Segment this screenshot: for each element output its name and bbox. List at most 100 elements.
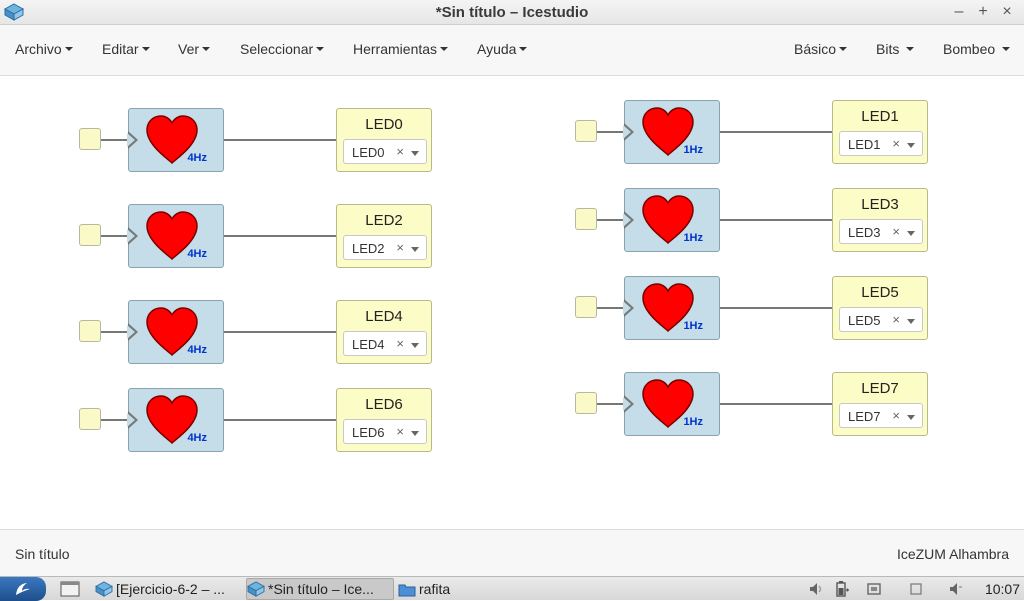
status-board[interactable]: IceZUM Alhambra <box>896 546 1009 562</box>
heartbeat-clock-block[interactable]: 4Hz <box>127 300 224 364</box>
clear-icon[interactable]: × <box>892 408 900 423</box>
taskbar-clock[interactable]: 10:07 <box>984 581 1020 597</box>
menu-bombeo[interactable]: Bombeo <box>943 41 1011 57</box>
clock-input-port[interactable] <box>575 392 597 414</box>
clear-icon[interactable]: × <box>396 336 404 351</box>
volume-icon[interactable] <box>808 581 824 597</box>
wire[interactable] <box>101 331 129 333</box>
taskbar-item-ejercicio[interactable]: [Ejercicio-6-2 – ... <box>95 578 243 600</box>
heartbeat-clock-block[interactable]: 1Hz <box>623 100 720 164</box>
wire[interactable] <box>597 403 625 405</box>
clock-frequency-label: 4Hz <box>187 152 207 164</box>
led-pin-select[interactable]: LED6× <box>343 419 427 444</box>
clock-input-port[interactable] <box>575 208 597 230</box>
wire[interactable] <box>720 131 833 133</box>
clock-input-port[interactable] <box>79 320 101 342</box>
menu-seleccionar[interactable]: Seleccionar <box>240 41 325 57</box>
heartbeat-clock-block[interactable]: 4Hz <box>127 388 224 452</box>
battery-icon[interactable] <box>834 581 850 597</box>
chevron-down-icon[interactable] <box>411 151 419 156</box>
show-desktop-button[interactable] <box>60 578 84 600</box>
network-icon[interactable] <box>866 581 882 597</box>
led-pin-select[interactable]: LED4 × <box>343 331 427 356</box>
heartbeat-clock-block[interactable]: 1Hz <box>623 276 720 340</box>
wire[interactable] <box>720 307 833 309</box>
close-icon[interactable]: × <box>1002 3 1012 20</box>
chevron-down-icon[interactable] <box>411 247 419 252</box>
clear-icon[interactable]: × <box>396 144 404 159</box>
clear-icon[interactable]: × <box>396 240 404 255</box>
wire[interactable] <box>597 131 625 133</box>
clock-frequency-label: 4Hz <box>187 248 207 260</box>
taskbar-item-sin-titulo[interactable]: *Sin título – Ice... <box>246 578 394 600</box>
led-pin-select[interactable]: LED3× <box>839 219 923 244</box>
clock-input-port[interactable] <box>79 408 101 430</box>
led-pin-select[interactable]: LED1× <box>839 131 923 156</box>
wire[interactable] <box>224 235 337 237</box>
port-arrow-icon <box>127 323 138 341</box>
wire[interactable] <box>224 139 337 141</box>
clear-icon[interactable]: × <box>892 224 900 239</box>
minimize-icon[interactable]: – <box>954 3 964 20</box>
chevron-down-icon[interactable] <box>411 343 419 348</box>
chevron-down-icon[interactable] <box>907 415 915 420</box>
clock-input-port[interactable] <box>79 224 101 246</box>
wire[interactable] <box>224 419 337 421</box>
chevron-down-icon[interactable] <box>907 319 915 324</box>
heartbeat-clock-block[interactable]: 4Hz <box>127 204 224 268</box>
menu-ayuda[interactable]: Ayuda <box>477 41 528 57</box>
heartbeat-clock-block[interactable]: 1Hz <box>623 188 720 252</box>
wire[interactable] <box>224 331 337 333</box>
menu-basico[interactable]: Básico <box>794 41 848 57</box>
chevron-down-icon[interactable] <box>411 431 419 436</box>
heart-icon <box>641 283 695 333</box>
wire[interactable] <box>597 219 625 221</box>
port-arrow-icon <box>623 395 634 413</box>
clock-input-port[interactable] <box>79 128 101 150</box>
wire[interactable] <box>720 403 833 405</box>
clock-input-port[interactable] <box>575 120 597 142</box>
clear-icon[interactable]: × <box>396 424 404 439</box>
speaker-icon[interactable] <box>948 581 964 597</box>
led-block-title: LED4 <box>365 308 403 325</box>
taskbar-item-rafita[interactable]: rafita <box>398 578 478 600</box>
wire[interactable] <box>720 219 833 221</box>
wire[interactable] <box>597 307 625 309</box>
wire[interactable] <box>101 419 129 421</box>
menu-herramientas[interactable]: Herramientas <box>353 41 449 57</box>
chevron-down-icon[interactable] <box>907 231 915 236</box>
maximize-icon[interactable]: + <box>978 3 988 20</box>
start-menu-button[interactable] <box>0 577 46 601</box>
chevron-down-icon[interactable] <box>907 143 915 148</box>
heartbeat-clock-block[interactable]: 1Hz <box>623 372 720 436</box>
menu-archivo[interactable]: Archivo <box>15 41 73 57</box>
menu-ver[interactable]: Ver <box>178 41 211 57</box>
led-pin-select[interactable]: LED0× <box>343 139 427 164</box>
heartbeat-clock-block[interactable]: 4Hz <box>127 108 224 172</box>
device-icon[interactable] <box>908 581 924 597</box>
led-pin-select[interactable]: LED7× <box>839 403 923 428</box>
clock-input-port[interactable] <box>575 296 597 318</box>
menu-editar[interactable]: Editar <box>102 41 150 57</box>
caret-down-icon <box>1002 47 1011 52</box>
led-pin-select[interactable]: LED5× <box>839 307 923 332</box>
led-pin-select[interactable]: LED2× <box>343 235 427 260</box>
led-pin-value: LED4 <box>352 337 385 352</box>
caret-down-icon <box>440 47 449 52</box>
clock-frequency-label: 1Hz <box>683 320 703 332</box>
wire[interactable] <box>101 235 129 237</box>
clear-icon[interactable]: × <box>892 136 900 151</box>
clear-icon[interactable]: × <box>892 312 900 327</box>
caret-down-icon <box>202 47 211 52</box>
wire[interactable] <box>101 139 129 141</box>
menu-bits[interactable]: Bits <box>876 41 915 57</box>
